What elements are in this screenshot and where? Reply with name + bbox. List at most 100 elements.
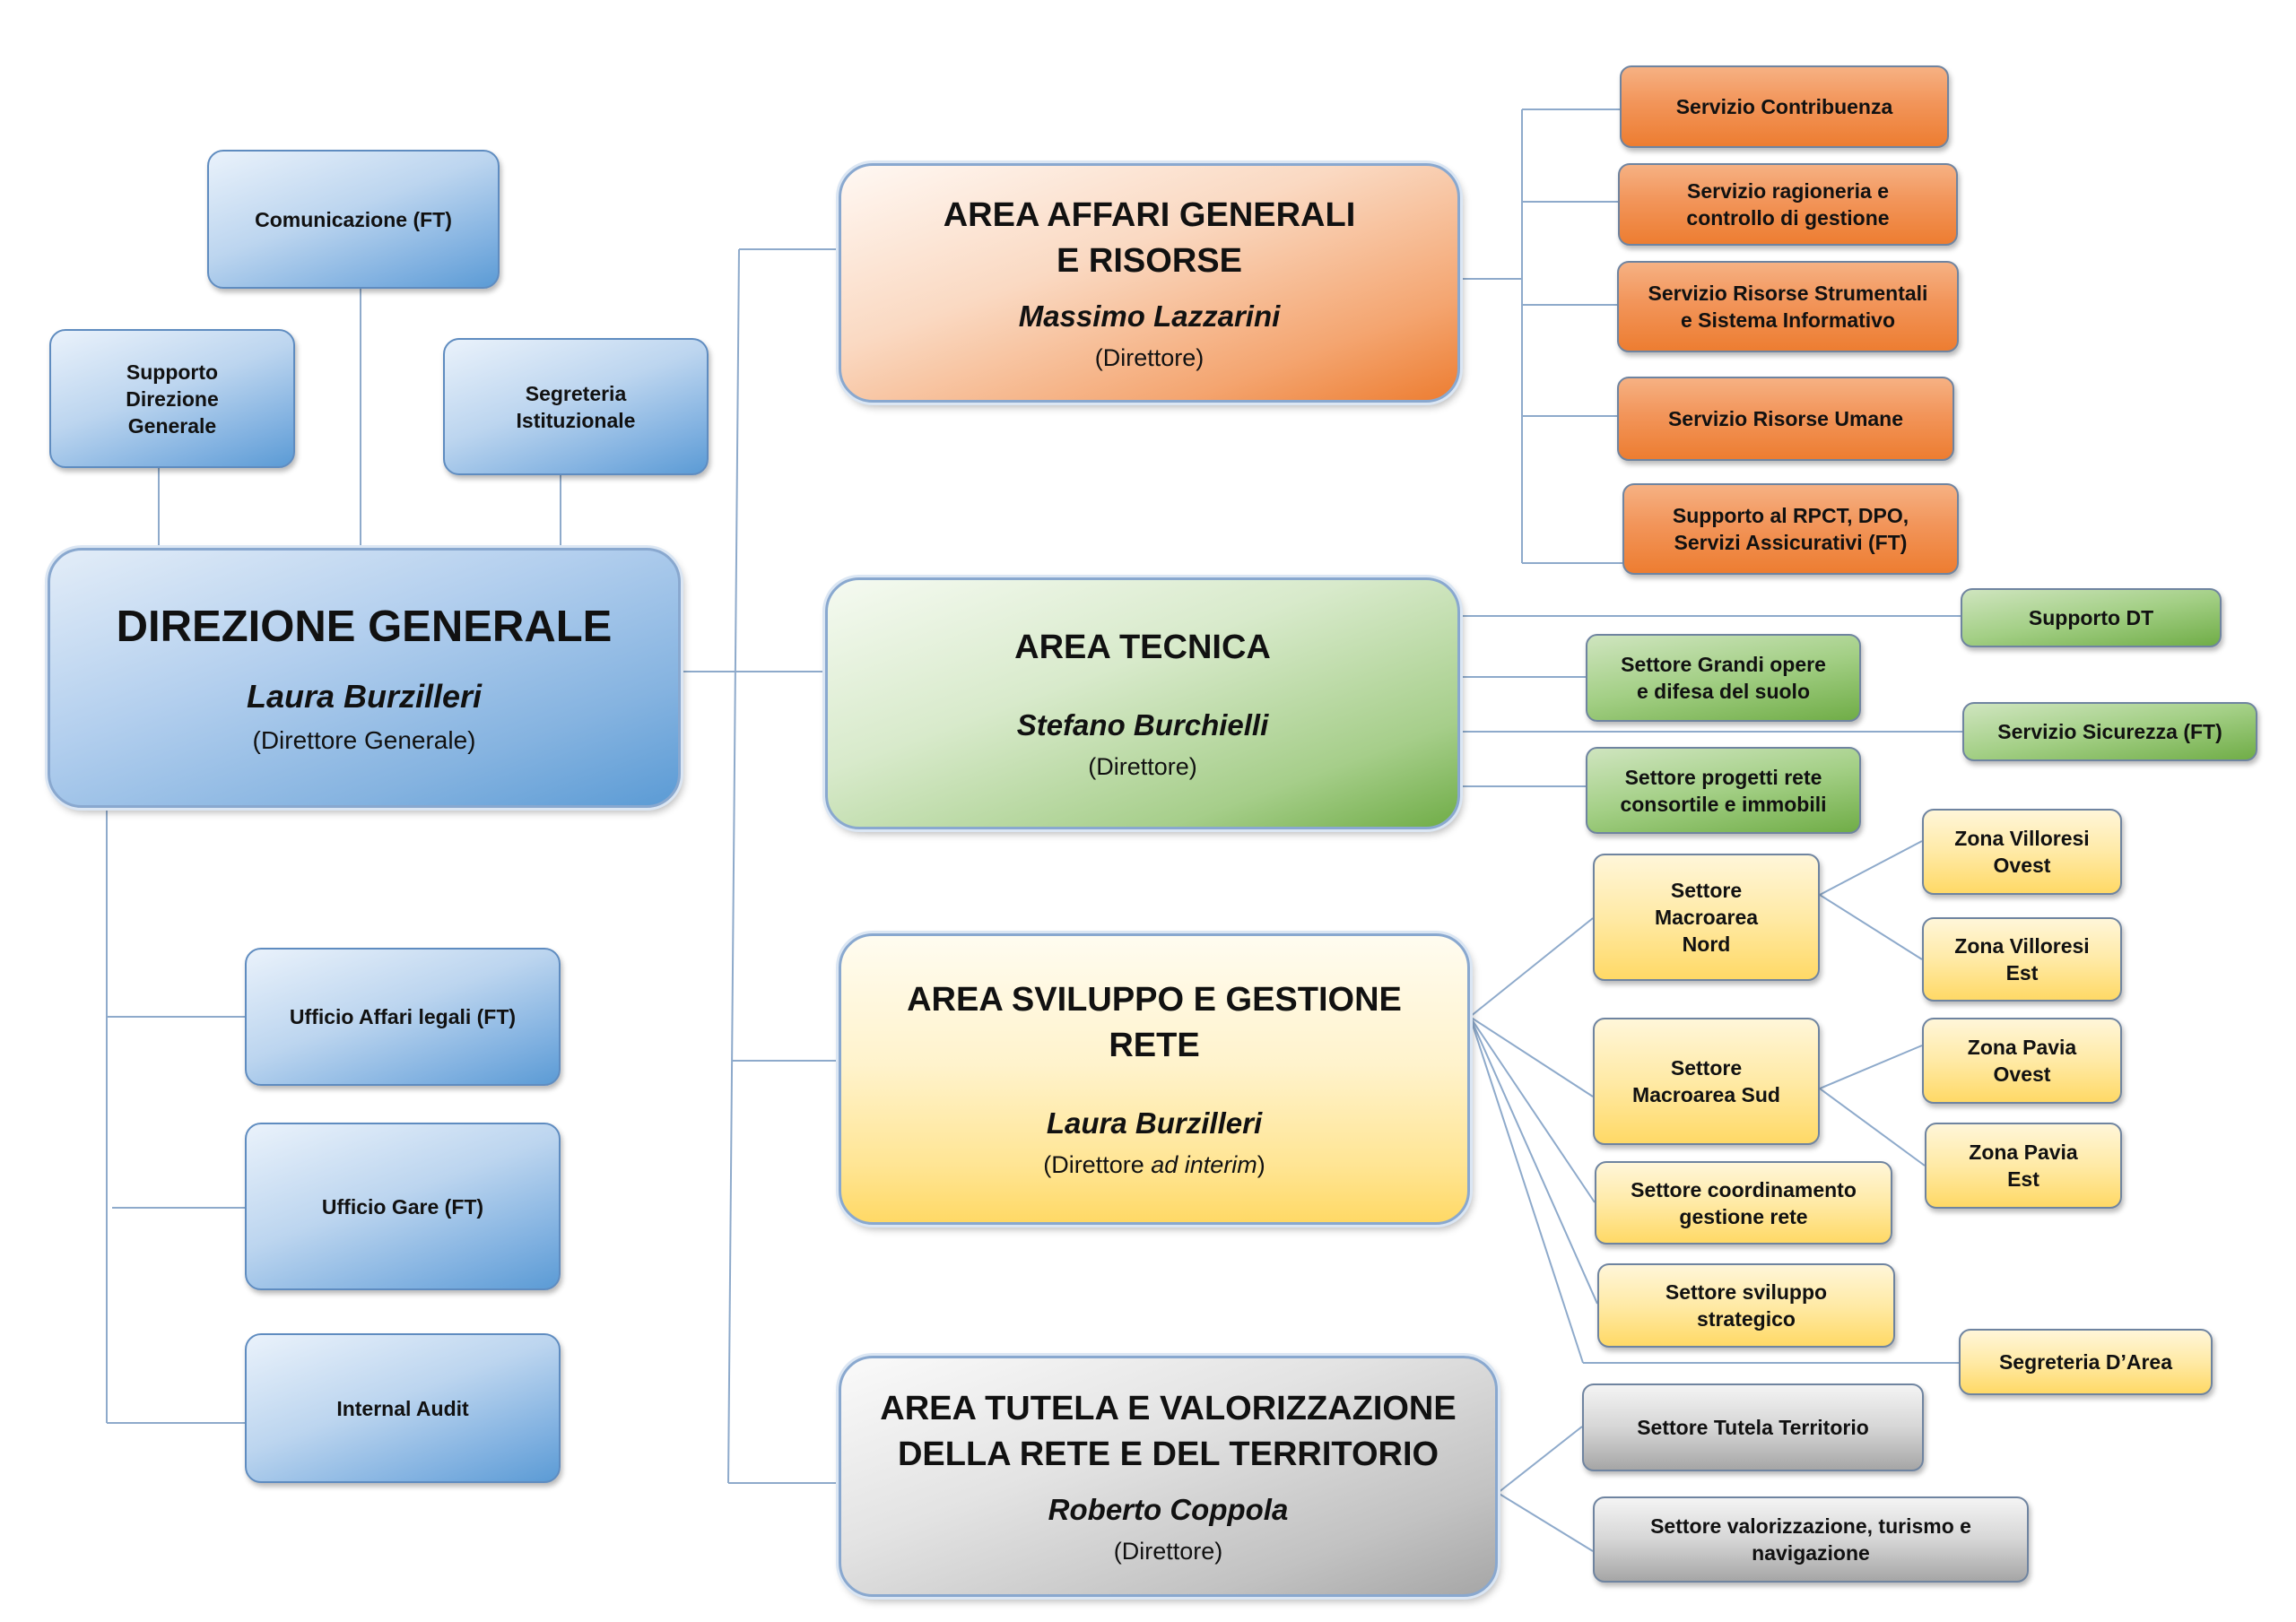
- unit-label-line: Servizio Sicurezza (FT): [1997, 720, 2222, 743]
- unit-label-line: Zona Villoresi: [1954, 827, 2090, 850]
- unit-label-line: Ufficio Gare (FT): [321, 1194, 484, 1219]
- direzione-generale-box: DIREZIONE GENERALE Laura Burzilleri (Dir…: [48, 548, 681, 808]
- connector-line: [1819, 1088, 1926, 1167]
- connector-line: [1469, 1016, 1584, 1364]
- direzione-generale-title: DIREZIONE GENERALE: [116, 602, 613, 651]
- unit-label-line: consortile e immobili: [1620, 792, 1827, 816]
- role-italic: ad interim: [1151, 1151, 1257, 1178]
- unit-servizio-ragioneria: Servizio ragioneria e controllo di gesti…: [1618, 163, 1958, 246]
- connector-line: [727, 248, 740, 1484]
- unit-label-line: Servizio Contribuenza: [1675, 95, 1893, 118]
- unit-label-line: Zona Pavia: [1967, 1036, 2077, 1059]
- unit-label-line: Ovest: [1993, 854, 2051, 877]
- area-title: AREA TECNICA: [1014, 625, 1271, 671]
- staff-segreteria-istituzionale: Segreteria Istituzionale: [443, 338, 709, 475]
- unit-label-line: Internal Audit: [336, 1396, 469, 1420]
- connectors-affari: [1460, 108, 1622, 564]
- staff-supporto-direzione-generale: Supporto Direzione Generale: [49, 329, 295, 468]
- unit-label-line: Macroarea: [1654, 906, 1759, 929]
- area-title: AREA SVILUPPO E GESTIONE RETE: [907, 977, 1402, 1069]
- unit-label-line: Segreteria D’Area: [1998, 1350, 2173, 1374]
- unit-servizio-contribuenza: Servizio Contribuenza: [1620, 65, 1949, 148]
- unit-settore-macroarea-nord: Settore Macroarea Nord: [1593, 854, 1820, 981]
- area-sviluppo-box: AREA SVILUPPO E GESTIONE RETE Laura Burz…: [839, 933, 1470, 1225]
- area-director-name: Massimo Lazzarini: [1018, 299, 1281, 333]
- connector-line: [1497, 1426, 1583, 1494]
- area-title-line: E RISORSE: [1057, 241, 1242, 280]
- area-title-line: AREA AFFARI GENERALI: [943, 195, 1356, 234]
- unit-supporto-rpct: Supporto al RPCT, DPO, Servizi Assicurat…: [1622, 483, 1959, 575]
- unit-label-line: controllo di gestione: [1686, 206, 1890, 230]
- connector-line: [1469, 917, 1594, 1018]
- unit-label-line: Est: [2005, 961, 2039, 984]
- unit-label-line: Settore valorizzazione, turismo e: [1650, 1514, 1971, 1538]
- area-director-role: (Direttore): [1088, 752, 1197, 780]
- unit-label-line: Settore Tutela Territorio: [1637, 1416, 1869, 1439]
- area-title: AREA TUTELA E VALORIZZAZIONE DELLA RETE …: [880, 1386, 1456, 1478]
- connector-line: [1819, 894, 1923, 960]
- unit-supporto-dt: Supporto DT: [1961, 588, 2222, 647]
- unit-label-line: Comunicazione (FT): [255, 207, 452, 231]
- area-director-role: (Direttore): [1094, 343, 1205, 371]
- unit-servizio-risorse-strumentali: Servizio Risorse Strumentali e Sistema I…: [1617, 261, 1959, 352]
- unit-label-line: e Sistema Informativo: [1680, 308, 1896, 332]
- unit-settore-grandi-opere: Settore Grandi opere e difesa del suolo: [1586, 634, 1861, 722]
- unit-label-line: Supporto DT: [2028, 606, 2154, 629]
- unit-settore-sviluppo-strategico: Settore sviluppo strategico: [1597, 1263, 1895, 1348]
- connector-line: [1469, 1016, 1594, 1097]
- connectors-direzione: [106, 289, 561, 1424]
- connectors-trunk: [681, 248, 839, 1484]
- area-director-name: Roberto Coppola: [1048, 1492, 1289, 1526]
- area-title-line: AREA TECNICA: [1014, 628, 1271, 666]
- area-title-line: AREA TUTELA E VALORIZZAZIONE: [880, 1389, 1457, 1427]
- unit-settore-progetti-rete: Settore progetti rete consortile e immob…: [1586, 747, 1861, 834]
- unit-label-line: Settore progetti rete: [1624, 765, 1822, 789]
- unit-label-line: Zona Pavia: [1969, 1141, 2078, 1164]
- unit-settore-valorizzazione: Settore valorizzazione, turismo e naviga…: [1593, 1496, 2029, 1583]
- area-director-role: (Direttore): [1113, 1537, 1223, 1565]
- area-title-line: DELLA RETE E DEL TERRITORIO: [897, 1435, 1439, 1473]
- unit-zona-villoresi-ovest: Zona Villoresi Ovest: [1922, 809, 2122, 895]
- direzione-generale-name: Laura Burzilleri: [246, 677, 483, 715]
- unit-label-line: navigazione: [1752, 1541, 1870, 1565]
- unit-label-line: Supporto: [126, 360, 219, 384]
- connector-line: [1819, 1045, 1923, 1089]
- area-affari-generali-box: AREA AFFARI GENERALI E RISORSE Massimo L…: [839, 163, 1460, 403]
- unit-label-line: Est: [2007, 1167, 2039, 1191]
- area-tecnica-box: AREA TECNICA Stefano Burchielli (Diretto…: [825, 577, 1460, 829]
- unit-label-line: Direzione: [126, 386, 219, 411]
- unit-servizio-sicurezza: Servizio Sicurezza (FT): [1962, 702, 2257, 761]
- unit-settore-macroarea-sud: Settore Macroarea Sud: [1593, 1018, 1820, 1145]
- unit-label-line: Ufficio Affari legali (FT): [289, 1005, 517, 1028]
- area-director-name: Laura Burzilleri: [1046, 1106, 1263, 1140]
- direzione-generale-role: (Direttore Generale): [252, 725, 476, 754]
- unit-servizio-risorse-umane: Servizio Risorse Umane: [1617, 377, 1954, 461]
- role-suffix: ): [1257, 1151, 1265, 1178]
- unit-label-line: Segreteria: [525, 381, 627, 405]
- unit-zona-villoresi-est: Zona Villoresi Est: [1922, 917, 2122, 1002]
- unit-label-line: gestione rete: [1679, 1204, 1808, 1228]
- connector-line: [1819, 840, 1923, 896]
- unit-settore-coordinamento: Settore coordinamento gestione rete: [1595, 1161, 1892, 1245]
- area-title-line: AREA SVILUPPO E GESTIONE: [907, 981, 1402, 1019]
- unit-label-line: Servizio Risorse Umane: [1667, 407, 1904, 430]
- unit-label-line: Servizio Risorse Strumentali: [1648, 282, 1928, 305]
- staff-ufficio-gare: Ufficio Gare (FT): [245, 1123, 561, 1290]
- staff-internal-audit: Internal Audit: [245, 1333, 561, 1483]
- unit-label-line: Ovest: [1993, 1063, 2051, 1086]
- unit-label-line: Istituzionale: [516, 408, 636, 432]
- staff-ufficio-affari-legali: Ufficio Affari legali (FT): [245, 948, 561, 1086]
- unit-label-line: Servizi Assicurativi (FT): [1674, 531, 1908, 554]
- area-title: AREA AFFARI GENERALI E RISORSE: [944, 193, 1356, 284]
- area-title-line: RETE: [1109, 1027, 1200, 1064]
- unit-segreteria-area: Segreteria D’Area: [1959, 1329, 2213, 1395]
- unit-label-line: Settore sviluppo: [1665, 1280, 1828, 1304]
- unit-zona-pavia-est: Zona Pavia Est: [1925, 1123, 2122, 1209]
- connector-line: [1469, 1016, 1596, 1203]
- unit-label-line: Settore Grandi opere: [1621, 653, 1826, 676]
- unit-label-line: Settore: [1670, 879, 1743, 902]
- connectors-tecnica: [1460, 615, 1962, 787]
- unit-settore-tutela-territorio: Settore Tutela Territorio: [1582, 1383, 1924, 1471]
